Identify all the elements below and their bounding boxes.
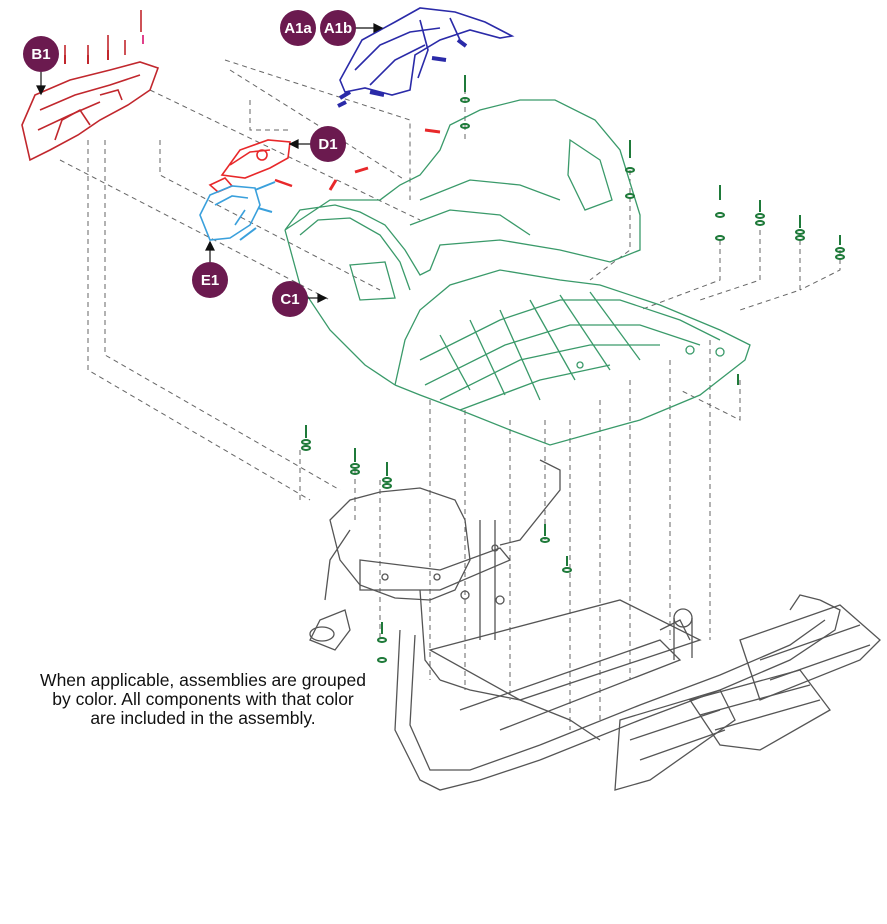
callout-d1: D1 <box>310 126 346 162</box>
d1-screws <box>64 50 109 64</box>
callout-a1a: A1a <box>280 10 316 46</box>
hardware-fasteners <box>301 75 845 663</box>
note-line-3: are included in the assembly. <box>90 708 316 728</box>
assembly-b1-front-shroud <box>21 10 160 162</box>
chassis-frame <box>309 459 881 791</box>
callout-leaders <box>36 23 384 303</box>
assembly-d1-bracket <box>208 128 441 193</box>
assembly-color-note: When applicable, assemblies are grouped … <box>14 671 392 728</box>
assembly-a1-rear-cover <box>337 7 515 108</box>
callout-a1b: A1b <box>320 10 356 46</box>
note-line-1: When applicable, assemblies are grouped <box>40 670 366 690</box>
callout-c1: C1 <box>272 281 308 317</box>
callout-e1: E1 <box>192 262 228 298</box>
assembly-e1-console <box>199 181 276 241</box>
assembly-c1-body <box>284 99 751 446</box>
note-line-2: by color. All components with that color <box>52 689 354 709</box>
callout-b1: B1 <box>23 36 59 72</box>
